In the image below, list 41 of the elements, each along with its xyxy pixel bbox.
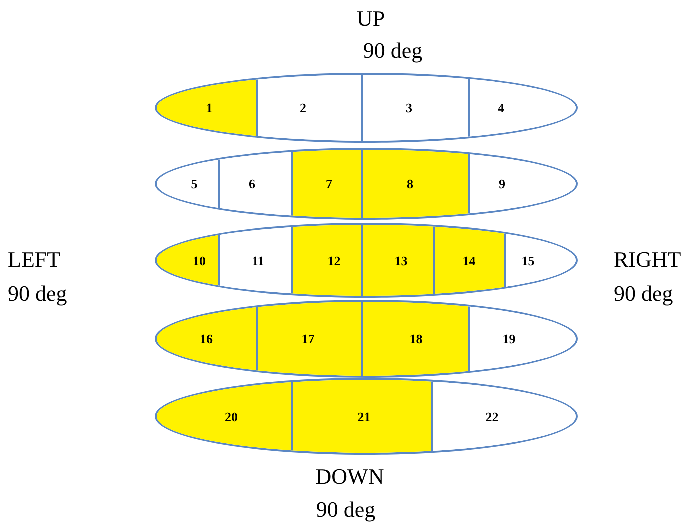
segment-number: 16 bbox=[200, 332, 213, 346]
ellipse-segment bbox=[361, 302, 468, 376]
ellipse-segment bbox=[361, 225, 434, 296]
segment-number: 18 bbox=[410, 332, 423, 346]
segment-number: 15 bbox=[522, 254, 535, 267]
angle-label: 90 deg bbox=[8, 283, 68, 305]
ellipse-segment bbox=[291, 380, 432, 453]
segment-number: 1 bbox=[206, 102, 213, 114]
ellipse-segment bbox=[433, 225, 504, 296]
segment-number: 3 bbox=[406, 102, 412, 114]
direction-label: RIGHT bbox=[614, 249, 682, 271]
segment-number: 2 bbox=[300, 102, 306, 114]
segment-number: 12 bbox=[328, 254, 341, 267]
segment-number: 22 bbox=[486, 410, 499, 423]
ellipse-segment bbox=[361, 150, 468, 218]
ellipse-segment bbox=[256, 75, 362, 141]
segment-number: 8 bbox=[407, 178, 414, 190]
ellipse-segment bbox=[361, 75, 468, 141]
ellipse-segment bbox=[291, 225, 362, 296]
segment-number: 6 bbox=[249, 178, 256, 190]
ellipse-segment bbox=[291, 150, 362, 218]
segment-number: 10 bbox=[193, 254, 206, 267]
ellipse-segment bbox=[218, 150, 292, 218]
angle-label: 90 deg bbox=[316, 499, 376, 521]
segment-number: 21 bbox=[358, 410, 371, 423]
segment-number: 14 bbox=[462, 254, 476, 267]
segment-number: 13 bbox=[394, 254, 408, 267]
segment-number: 4 bbox=[498, 102, 504, 114]
segment-number: 9 bbox=[499, 178, 506, 190]
angle-label: 90 deg bbox=[614, 283, 674, 305]
ellipse-segment bbox=[256, 302, 362, 376]
direction-label: LEFT bbox=[8, 249, 61, 271]
direction-label: DOWN bbox=[316, 466, 384, 488]
angle-label: 90 deg bbox=[363, 40, 423, 62]
direction-label: UP bbox=[356, 8, 386, 30]
segment-number: 5 bbox=[191, 178, 198, 190]
segment-number: 11 bbox=[252, 254, 264, 267]
segment-number: 17 bbox=[302, 332, 315, 346]
segment-number: 19 bbox=[502, 332, 516, 346]
segment-number: 7 bbox=[326, 178, 332, 190]
segment-number: 20 bbox=[225, 410, 238, 423]
